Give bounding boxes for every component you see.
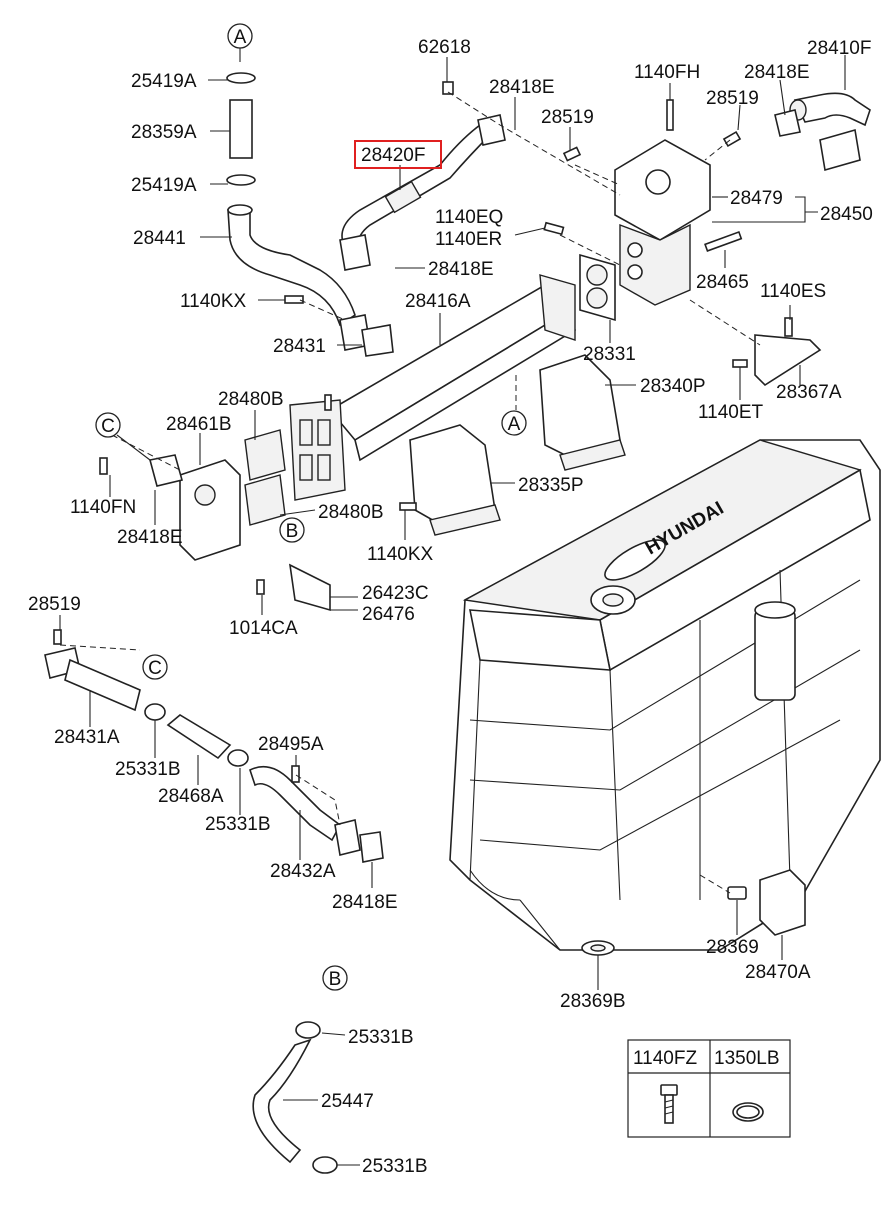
part-label[interactable]: 1140ER <box>435 229 502 250</box>
part-label[interactable]: 28335P <box>518 475 584 496</box>
part-label[interactable]: 28450 <box>820 204 873 225</box>
bolt-icon <box>660 1084 678 1124</box>
part-label[interactable]: 62618 <box>418 37 471 58</box>
part-label[interactable]: 1140ET <box>698 402 764 423</box>
pipe-28441 <box>226 72 394 357</box>
part-label[interactable]: 28431A <box>54 727 120 748</box>
part-label[interactable]: 28519 <box>28 594 81 615</box>
part-label[interactable]: 25419A <box>131 175 197 196</box>
brackets <box>409 334 822 536</box>
legend-code-1140FZ[interactable]: 1140FZ <box>633 1048 697 1069</box>
ref-circle-C-mid: C <box>95 412 121 438</box>
part-label[interactable]: 28519 <box>706 88 759 109</box>
part-label[interactable]: 25419A <box>131 71 197 92</box>
part-label[interactable]: 28432A <box>270 861 336 882</box>
part-label[interactable]: 25331B <box>115 759 181 780</box>
part-label-highlighted[interactable]: 28420F <box>361 145 425 166</box>
part-label[interactable]: 28331 <box>583 344 636 365</box>
pipe-28410F <box>722 92 871 172</box>
part-label[interactable]: 1140KX <box>367 544 434 565</box>
part-label[interactable]: 28418E <box>428 259 494 280</box>
egr-pipe-28420F <box>339 114 506 271</box>
part-label[interactable]: 28416A <box>405 291 471 312</box>
flange-group <box>149 429 331 612</box>
sensor-group <box>581 869 806 956</box>
engine-block: HYUNDAI <box>449 439 881 951</box>
part-label[interactable]: 28468A <box>158 786 224 807</box>
part-label[interactable]: 28441 <box>133 228 186 249</box>
leader-lines <box>59 48 846 1166</box>
part-label[interactable]: 1140KX <box>180 291 247 312</box>
part-label[interactable]: 28340P <box>640 376 706 397</box>
legend-code-1350LB[interactable]: 1350LB <box>714 1048 780 1069</box>
egr-valve-assembly <box>614 99 711 306</box>
part-label[interactable]: 28495A <box>258 734 324 755</box>
ref-circle-B-bot: B <box>322 965 348 991</box>
part-label[interactable]: 28410F <box>807 38 871 59</box>
part-label[interactable]: 26476 <box>362 604 415 625</box>
ref-letter: C <box>101 416 115 437</box>
ref-circle-C-low: C <box>142 654 168 680</box>
part-label[interactable]: 26423C <box>362 583 429 604</box>
ref-letter: B <box>286 521 299 542</box>
part-label[interactable]: 25331B <box>362 1156 428 1177</box>
part-label[interactable]: 28431 <box>273 336 326 357</box>
ref-circle-B-mid: B <box>279 517 305 543</box>
part-label[interactable]: 28479 <box>730 188 783 209</box>
part-label[interactable]: 25331B <box>205 814 271 835</box>
highlight-box <box>354 140 442 169</box>
part-label[interactable]: 1140FH <box>634 62 700 83</box>
part-labels: 25419A 28359A 25419A 28441 62618 28418E … <box>28 37 873 1177</box>
part-label[interactable]: 25447 <box>321 1091 374 1112</box>
part-label[interactable]: 28470A <box>745 962 811 983</box>
ref-letter: A <box>508 414 521 435</box>
part-label[interactable]: 28418E <box>489 77 555 98</box>
part-label[interactable]: 1140EQ <box>435 207 503 228</box>
ref-letter: A <box>234 27 247 48</box>
part-label[interactable]: 28480B <box>318 502 384 523</box>
part-label[interactable]: 28465 <box>696 272 749 293</box>
part-label[interactable]: 1014CA <box>229 618 298 639</box>
part-label[interactable]: 28418E <box>744 62 810 83</box>
part-label[interactable]: 28369B <box>560 991 626 1012</box>
o-ring-icon <box>732 1102 764 1122</box>
part-label[interactable]: 28418E <box>117 527 183 548</box>
ref-circle-A-top: A <box>227 23 253 49</box>
part-label[interactable]: 28461B <box>166 414 232 435</box>
part-label[interactable]: 28367A <box>776 382 842 403</box>
part-label[interactable]: 28519 <box>541 107 594 128</box>
lower-pipes <box>44 647 384 863</box>
part-label[interactable]: 1140ES <box>760 281 826 302</box>
part-label[interactable]: 1140FN <box>70 497 136 518</box>
part-label[interactable]: 28359A <box>131 122 197 143</box>
part-label[interactable]: 28418E <box>332 892 398 913</box>
legend-table: 1140FZ 1350LB <box>627 1039 791 1138</box>
part-label[interactable]: 25331B <box>348 1027 414 1048</box>
dashed-leaders <box>59 91 761 894</box>
hose-25447 <box>252 1021 338 1174</box>
ref-letter: C <box>148 658 162 679</box>
ref-circle-A-mid: A <box>501 410 527 436</box>
part-label[interactable]: 28369 <box>706 937 759 958</box>
egr-cooler <box>289 253 616 501</box>
part-label[interactable]: 28480B <box>218 389 284 410</box>
ref-letter: B <box>329 969 342 990</box>
